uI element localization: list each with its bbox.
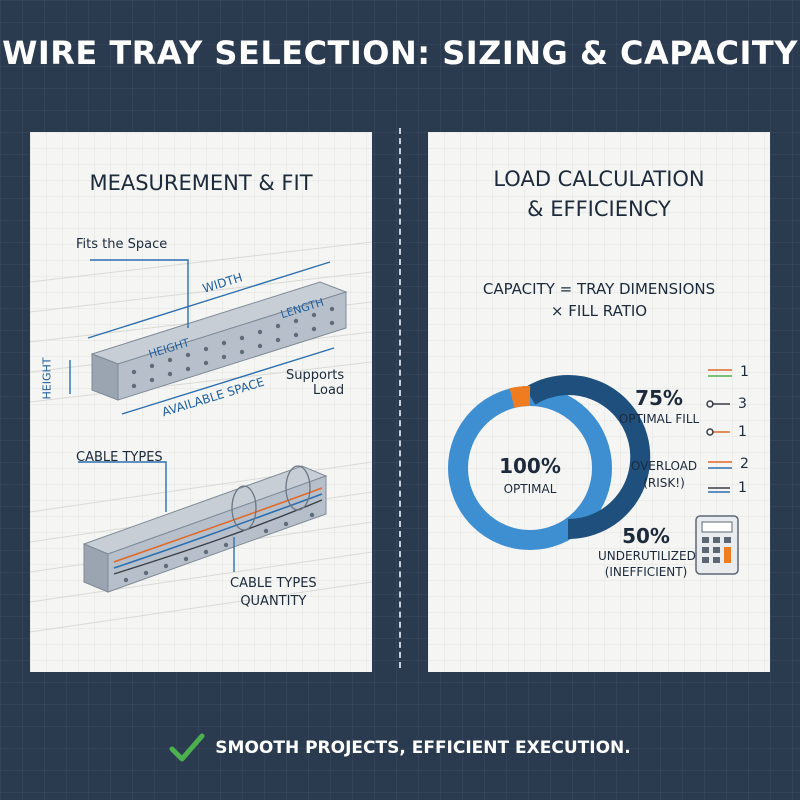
height-label: HEIGHT [40, 357, 54, 400]
dimension-lines [69, 259, 335, 415]
donut-center: 100% OPTIMAL [499, 454, 561, 496]
donut-dark-arc [524, 375, 651, 540]
footer: SMOOTH PROJECTS, EFFICIENT EXECUTION. [0, 730, 800, 766]
cable-count-2: 3 [738, 396, 747, 412]
measurement-title: MEASUREMENT & FIT [89, 171, 313, 195]
upper-tray [90, 281, 348, 401]
fill-donut-chart [448, 369, 739, 575]
optimal-fill-annotation: 75% OPTIMAL FILL [618, 386, 700, 426]
footer-slogan: SMOOTH PROJECTS, EFFICIENT EXECUTION. [215, 738, 631, 758]
load-calculation-panel: LOAD CALCULATION & EFFICIENCY CAPACITY =… [428, 132, 770, 672]
supports-load-label: Supports Load [286, 368, 345, 398]
cable-count-4: 2 [740, 456, 749, 472]
checkmark-icon [169, 733, 205, 762]
cable-types-label: CABLE TYPES [76, 450, 163, 465]
cable-icons [706, 369, 732, 493]
cable-count-5: 1 [738, 480, 747, 496]
capacity-formula: CAPACITY = TRAY DIMENSIONS × FILL RATIO [482, 280, 716, 320]
page-title: WIRE TRAY SELECTION: SIZING & CAPACITY [2, 34, 798, 72]
calculator-icon [695, 515, 739, 575]
overload-annotation: OVERLOAD (RISK!) [630, 459, 698, 490]
cable-count-3: 1 [738, 424, 747, 440]
tray-illustration [30, 241, 372, 633]
cable-count-1: 1 [740, 364, 749, 380]
panel-divider [399, 128, 401, 668]
measurement-panel: MEASUREMENT & FIT [30, 132, 372, 672]
underutilized-annotation: 50% UNDERUTILIZED (INEFFICIENT) [598, 524, 696, 579]
load-calculation-title: LOAD CALCULATION & EFFICIENCY [493, 167, 705, 221]
cable-types-quantity-label: CABLE TYPES QUANTITY [230, 576, 317, 609]
donut-orange-arc [509, 386, 531, 408]
fits-space-label: Fits the Space [76, 237, 168, 252]
lower-tray [82, 465, 328, 593]
